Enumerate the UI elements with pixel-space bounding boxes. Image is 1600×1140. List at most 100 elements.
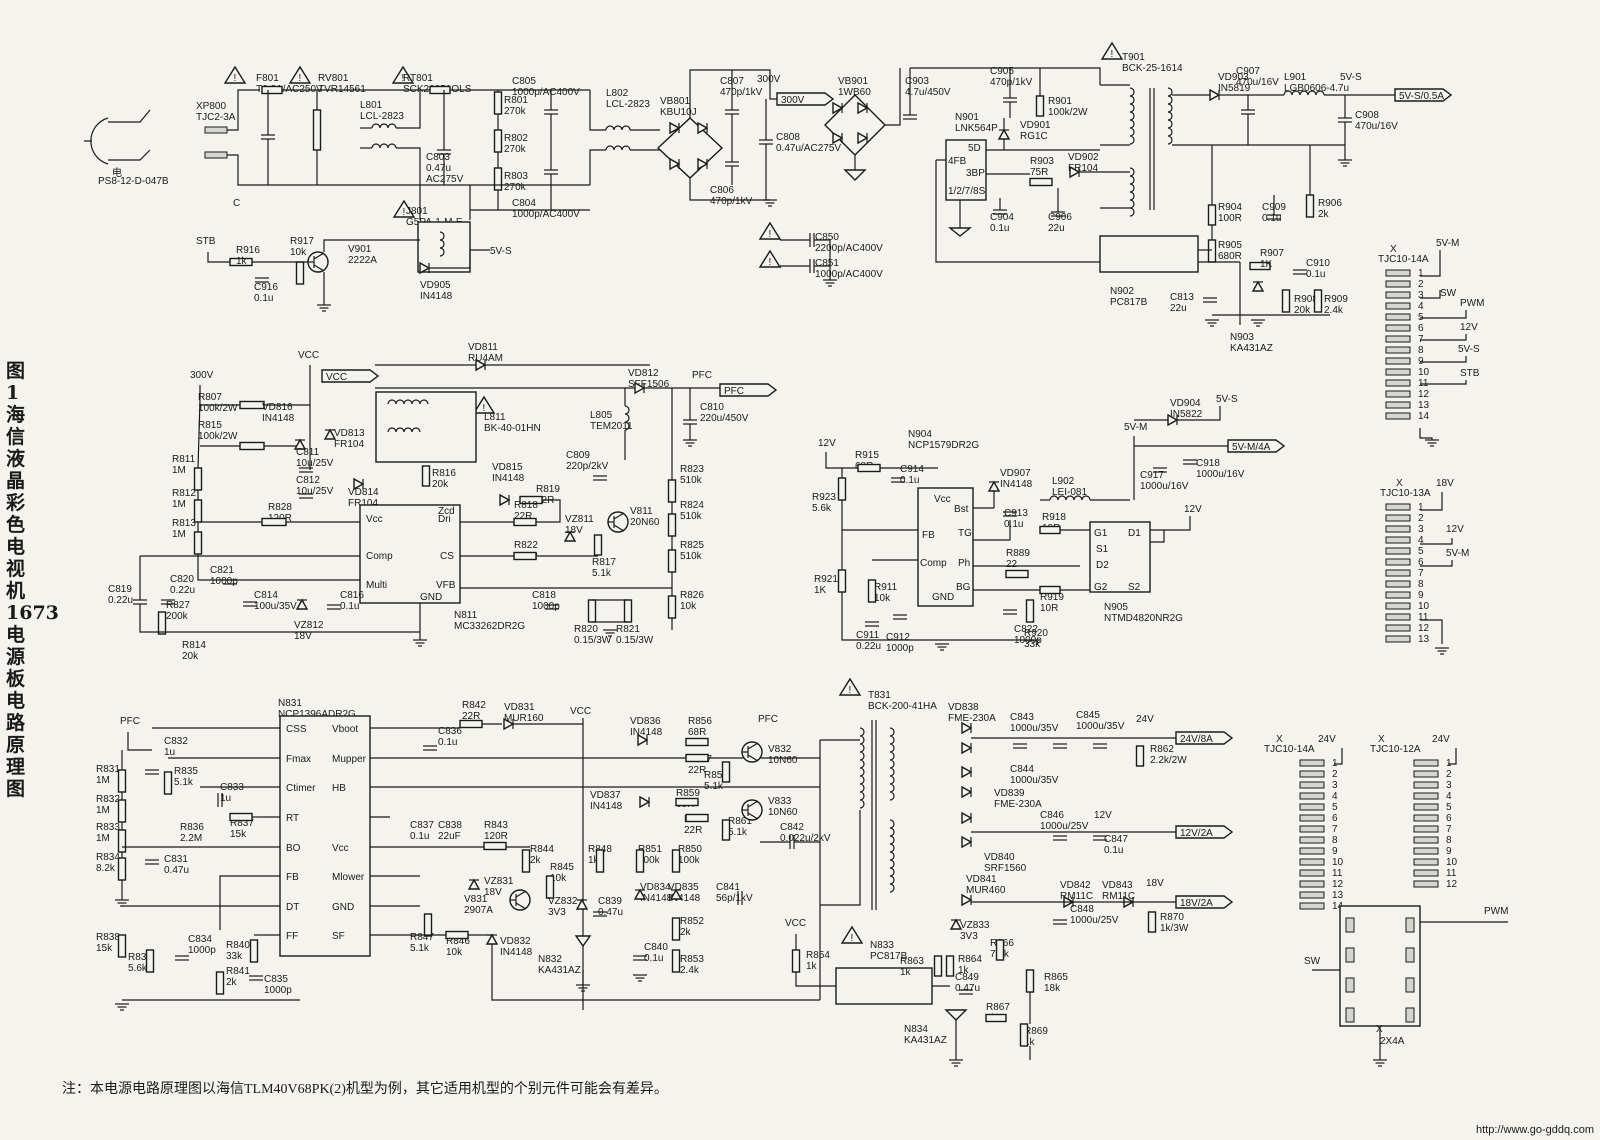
xp803-pin-number: 8: [1418, 579, 1424, 590]
label: 0.22u: [170, 585, 195, 596]
xp801-pin: [1299, 847, 1325, 855]
label: R814: [182, 640, 206, 651]
pin-label: Fmax: [286, 754, 311, 765]
l805-coil: [624, 405, 630, 431]
resistor: [671, 949, 681, 973]
tag-vcc-text: VCC: [326, 372, 347, 383]
pin-label: 4FB: [948, 156, 967, 167]
diode: [499, 493, 511, 507]
label: 0.47u: [598, 907, 623, 918]
label: C831: [164, 854, 188, 865]
warning-icon-mark: !: [402, 73, 405, 84]
label: 5.1k: [174, 777, 194, 788]
label: R833: [96, 822, 120, 833]
label: C835: [264, 974, 288, 985]
label: VZ831: [484, 876, 514, 887]
label: C908: [1355, 110, 1379, 121]
xp805-pin: [1385, 357, 1411, 365]
label: 0.1u: [438, 737, 457, 748]
figure-title: 图1 海信液晶彩色电视机1673电源板电路原理图: [6, 360, 59, 800]
wire: [1334, 748, 1343, 765]
label: R864: [958, 954, 982, 965]
label: R816: [432, 468, 456, 479]
resistor: [1147, 911, 1157, 933]
xp803-pin: [1385, 503, 1411, 511]
connector-pin: [204, 126, 228, 134]
label: 10N60: [768, 755, 798, 766]
label: V833: [768, 796, 792, 807]
label: 33k: [1024, 639, 1041, 650]
label: R854: [806, 950, 830, 961]
label: 2k: [680, 927, 692, 938]
label: VD904: [1170, 398, 1201, 409]
c804-label: C804: [512, 198, 536, 209]
xp805-pin-number: 1: [1418, 268, 1424, 279]
label: C910: [1306, 258, 1330, 269]
label: C839: [598, 896, 622, 907]
label: 5.1k: [410, 943, 430, 954]
label: R846: [446, 936, 470, 947]
label: PC817B: [870, 951, 908, 962]
label: V811: [630, 506, 653, 517]
label: KA431AZ: [538, 965, 581, 976]
l801-label: L801: [360, 100, 383, 111]
label: R801: [504, 95, 528, 106]
label: 3V3: [548, 907, 566, 918]
label: 22R: [688, 765, 706, 776]
tag-12v-text: 12V/2A: [1180, 828, 1213, 839]
label: 2k: [226, 977, 238, 988]
label: 270k: [504, 144, 527, 155]
resistor: [595, 849, 605, 873]
resistor: [593, 534, 603, 556]
label: VD901: [1020, 120, 1051, 131]
label: X: [1396, 478, 1403, 489]
label: 0.47u: [164, 865, 189, 876]
xp804-pin: [1405, 977, 1415, 993]
t831-secondary: [889, 727, 895, 801]
warning-icon-mark: !: [769, 257, 772, 268]
zener: [1251, 280, 1265, 292]
relay: [417, 221, 471, 273]
label: 1u: [164, 747, 175, 758]
diode: [961, 765, 973, 779]
label: 0.1u: [644, 953, 663, 964]
xp803-pin: [1385, 591, 1411, 599]
label: R818: [514, 500, 538, 511]
c803-label: C803: [426, 152, 450, 163]
label: 2222A: [348, 255, 377, 266]
label: X: [1276, 734, 1283, 745]
wire: [1420, 250, 1441, 277]
label: C816: [340, 590, 364, 601]
label: C851: [815, 258, 839, 269]
resistor: [117, 769, 127, 793]
label: 5.1k: [728, 827, 748, 838]
label: TJC10-12A: [1370, 744, 1421, 755]
wire: [820, 810, 861, 906]
label: 18V: [1436, 478, 1454, 489]
label: N811: [454, 610, 478, 621]
label: R921: [814, 574, 838, 585]
label: C837: [410, 820, 434, 831]
xp805-pin: [1385, 324, 1411, 332]
tag-5vm: [1227, 439, 1286, 453]
label: R819: [536, 484, 560, 495]
resistor: [667, 479, 677, 503]
xp805-pin-number: 10: [1418, 367, 1430, 378]
wire: [910, 67, 1101, 85]
resistor: [1305, 194, 1315, 218]
xp803-pin: [1385, 569, 1411, 577]
resistor: [229, 812, 253, 822]
xp803-pin-number: 1: [1418, 502, 1424, 513]
label: 10k: [550, 873, 567, 884]
label: 1M: [172, 499, 186, 510]
l801-label: LCL-2823: [360, 111, 404, 122]
label: R905: [1218, 240, 1242, 251]
label: VD832: [500, 936, 531, 947]
label: 18V: [565, 525, 583, 536]
c903-label: C903: [905, 76, 929, 87]
label: FR104: [334, 439, 364, 450]
ground-symbol: [576, 984, 590, 992]
pin-label: D1: [1128, 528, 1141, 539]
diode: [857, 131, 869, 145]
